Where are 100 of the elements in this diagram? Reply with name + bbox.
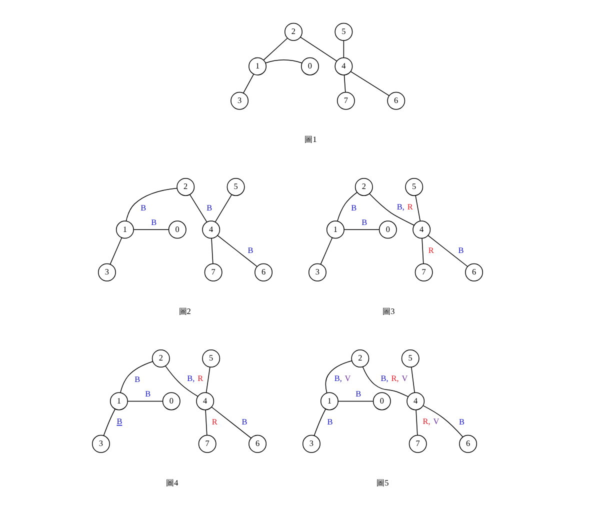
edge-label: R, V (422, 416, 439, 426)
edge-label: B (361, 218, 367, 228)
edge-label: B (458, 418, 464, 427)
connector (242, 74, 254, 94)
connector (368, 193, 414, 226)
label: 圖1 (304, 135, 316, 144)
label: 圖3 (382, 306, 394, 316)
node-circle: 0 (372, 392, 390, 410)
edge-label: R (211, 418, 217, 427)
node-circle: 3 (308, 263, 326, 282)
node-circle: 6 (248, 434, 266, 453)
node-circle: 5 (404, 178, 423, 196)
edge-label: B (206, 203, 212, 212)
connector (109, 237, 122, 265)
edge-label: B (350, 203, 356, 212)
node-circle: 1 (115, 220, 134, 239)
node-circle: 6 (464, 263, 483, 282)
connector (216, 235, 257, 267)
connector (210, 238, 213, 264)
connector (350, 71, 390, 96)
label: 圖5 (376, 478, 388, 488)
node-circle: 2 (284, 22, 302, 41)
edge-label: B (140, 203, 146, 212)
node-circle: 3 (91, 434, 110, 453)
node-circle: 7 (408, 434, 426, 453)
edge-label: R (428, 246, 434, 256)
connector (262, 38, 288, 60)
label: 圖2 (178, 306, 190, 316)
connector (362, 366, 408, 397)
node-circle: 6 (386, 92, 405, 110)
node-circle: 0 (300, 57, 318, 76)
connector (188, 194, 207, 222)
edge-label: B (134, 374, 140, 384)
edge-label: B (144, 390, 150, 399)
node-circle: 1 (109, 392, 128, 410)
connector (210, 406, 251, 438)
node-circle: 1 (248, 57, 266, 76)
edge-label: B (150, 218, 156, 228)
node-circle: 0 (378, 220, 396, 239)
connector (421, 238, 424, 264)
connector (313, 408, 326, 436)
node-circle: 3 (230, 92, 248, 110)
node-circle: 5 (202, 350, 220, 368)
node-circle: 3 (97, 263, 116, 282)
edge-label: B (458, 246, 464, 256)
edge-label: B, R (186, 374, 203, 384)
node-circle: 4 (406, 392, 424, 410)
node-circle: 7 (204, 263, 222, 282)
edge-label: B (116, 416, 122, 426)
connector (102, 408, 115, 436)
node-circle: 0 (162, 392, 180, 410)
connector (125, 188, 177, 222)
node-circle: 2 (176, 178, 194, 196)
connector (337, 400, 373, 402)
connector (205, 366, 210, 393)
connector (324, 360, 352, 394)
node-circle: 4 (412, 220, 430, 239)
connector (343, 229, 379, 230)
connector (132, 229, 168, 230)
edge-label: B (355, 390, 361, 399)
connector (300, 36, 337, 62)
connector (164, 366, 198, 397)
connector (414, 195, 420, 222)
node-circle: 5 (226, 178, 244, 196)
node-circle: 0 (168, 220, 186, 239)
connector (320, 237, 332, 265)
connector (120, 361, 153, 394)
edge-label: B (241, 418, 247, 427)
node-circle: 7 (336, 92, 354, 110)
connector (126, 400, 162, 402)
connector (336, 192, 357, 222)
node-circle: 4 (196, 392, 214, 410)
connector (422, 405, 463, 438)
node-circle: 4 (202, 220, 220, 239)
connector (342, 40, 344, 58)
connector (214, 194, 232, 222)
node-circle: 2 (151, 350, 170, 368)
connector (427, 235, 468, 267)
edge-label: B, V (334, 374, 350, 384)
node-circle: 7 (414, 263, 432, 282)
connector (343, 74, 346, 93)
connector (204, 410, 207, 436)
node-circle: 3 (302, 434, 320, 453)
connector (410, 366, 414, 393)
node-circle: 4 (334, 57, 352, 76)
label: 圖4 (166, 478, 178, 488)
edge-label: B, R (396, 202, 412, 212)
node-circle: 5 (334, 22, 352, 41)
node-circle: 6 (458, 434, 477, 453)
connector (264, 60, 302, 64)
edge-label: B, R, V (380, 374, 408, 384)
node-circle: 2 (354, 178, 372, 196)
connector (415, 410, 418, 436)
node-circle: 5 (400, 350, 419, 368)
node-circle: 2 (350, 350, 369, 368)
node-circle: 6 (254, 263, 272, 282)
node-circle: 7 (198, 434, 216, 453)
node-circle: 1 (320, 392, 338, 410)
node-circle: 1 (326, 220, 344, 239)
edge-label: B (247, 246, 253, 256)
